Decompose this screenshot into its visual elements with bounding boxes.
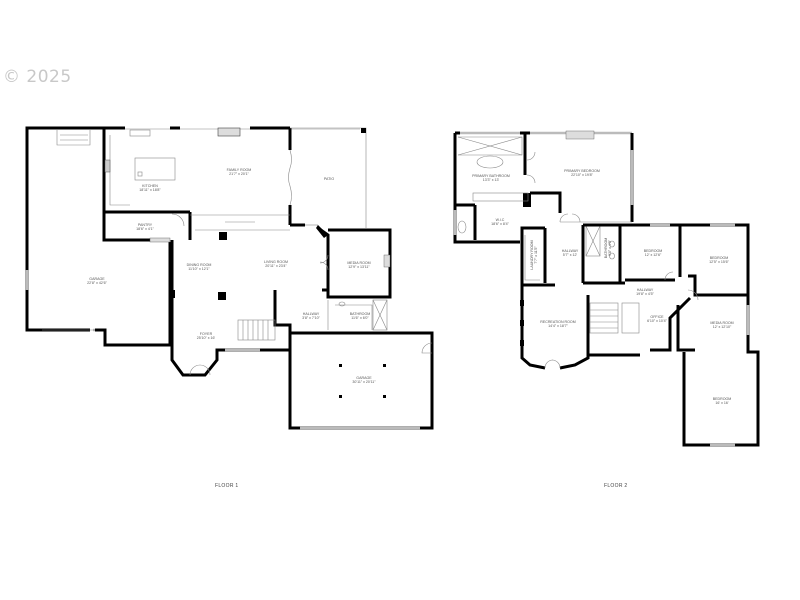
room-name-wic: W.I.C xyxy=(496,218,505,222)
floor1-media-room xyxy=(319,228,392,299)
room-dims-office: 6'10" x 10'4" xyxy=(647,319,667,323)
room-dims-kitchen: 18'11" x 18'8" xyxy=(139,188,161,192)
room-dims-bedroom-3: 16' x 16' xyxy=(715,401,728,405)
floor2-stairs-office xyxy=(588,289,699,357)
room-name-recreation-room: RECREATION ROOM xyxy=(540,320,575,324)
room-dims-bathroom-upper: 9'8" x 4'9" xyxy=(608,239,612,255)
floor2-bedrooms xyxy=(625,223,750,297)
floor2-laundry-hall-bath xyxy=(520,223,625,287)
room-dims-recreation-room: 14'4" x 18'7" xyxy=(548,324,568,328)
room-name-bathroom-upper: BATHROOM xyxy=(604,238,608,259)
room-dims-family-room: 21'7" x 20'1" xyxy=(229,172,249,176)
room-name-bedroom-2: BEDROOM xyxy=(710,256,729,260)
room-name-foyer: FOYER xyxy=(200,332,213,336)
floor2-plan xyxy=(453,130,760,447)
floor1-room-labels: KITCHEN 18'11" x 18'8" FAMILY ROOM 21'7"… xyxy=(87,168,376,384)
floor2-media-bedroom xyxy=(682,295,760,447)
floor1-kitchen-family xyxy=(102,126,360,240)
room-dims-hallway: 3'8" x 7'10" xyxy=(302,316,320,320)
room-name-kitchen: KITCHEN xyxy=(142,184,158,188)
room-name-bedroom-1: BEDROOM xyxy=(644,249,663,253)
room-name-laundry-room: LAUNDRY ROOM xyxy=(530,240,534,269)
room-dims-hallway-landing: 19'8" x 4'5" xyxy=(636,292,654,296)
room-dims-bathroom: 11'6" x 6'0" xyxy=(351,316,369,320)
room-dims-wic: 18'6" x 8'4" xyxy=(491,222,509,226)
room-name-office: OFFICE xyxy=(650,315,664,319)
floor2-primary-suite xyxy=(453,130,634,244)
floor1-plan xyxy=(25,126,434,430)
room-dims-media-room: 12'9" x 13'11" xyxy=(348,265,370,269)
room-dims-foyer: 25'10" x 16' xyxy=(197,336,216,340)
room-name-media-room: MEDIA ROOM xyxy=(347,261,370,265)
room-name-pantry: PANTRY xyxy=(138,223,153,227)
room-dims-hallway-upper: 5'7" x 12' xyxy=(563,253,578,257)
room-name-dining-room: DINING ROOM xyxy=(187,263,212,267)
room-name-bedroom-3: BEDROOM xyxy=(713,397,732,401)
floor1-label: FLOOR 1 xyxy=(215,483,239,489)
room-dims-living-room: 20'11" x 23'4" xyxy=(265,264,287,268)
room-name-hallway-upper: HALLWAY xyxy=(562,249,579,253)
room-dims-media-room-upper: 12' x 12'10" xyxy=(713,325,732,329)
floor1-garage-right xyxy=(288,333,434,430)
room-name-hallway-landing: HALLWAY xyxy=(637,288,654,292)
floor1-garage-left xyxy=(25,126,172,347)
room-dims-laundry-room: 7'7" x 11'5" xyxy=(534,246,538,264)
floor1-hall-bath xyxy=(288,299,434,347)
room-dims-primary-bedroom: 22'10" x 19'8" xyxy=(571,173,593,177)
floor2-label: FLOOR 2 xyxy=(604,483,628,489)
floor1-living-area xyxy=(169,226,330,377)
room-name-hallway: HALLWAY xyxy=(303,312,320,316)
room-name-patio: PATIO xyxy=(324,177,334,181)
room-name-living-room: LIVING ROOM xyxy=(264,260,288,264)
room-dims-pantry: 18'6" x 4'1" xyxy=(136,227,154,231)
room-name-primary-bathroom: PRIMARY BATHROOM xyxy=(472,174,510,178)
room-dims-dining-room: 11'10" x 12'1" xyxy=(188,267,210,271)
floor1-patio xyxy=(290,127,367,238)
copyright-watermark: © 2025 xyxy=(3,67,72,87)
room-dims-primary-bathroom: 13'3" x 13' xyxy=(483,178,500,182)
floor2-recreation-room xyxy=(520,285,590,370)
floor1-pantry xyxy=(102,212,185,243)
room-dims-garage-right: 30'11" x 20'11" xyxy=(352,380,376,384)
room-name-primary-bedroom: PRIMARY BEDROOM xyxy=(564,169,600,173)
floor2-room-labels: PRIMARY BATHROOM 13'3" x 13' PRIMARY BED… xyxy=(472,169,734,405)
room-name-media-room-upper: MEDIA ROOM xyxy=(710,321,733,325)
room-dims-bedroom-1: 12' x 12'6" xyxy=(645,253,662,257)
room-name-garage-right: GARAGE xyxy=(356,376,372,380)
room-dims-garage-left: 22'8" x 42'6" xyxy=(87,281,107,285)
room-dims-bedroom-2: 12'5" x 15'6" xyxy=(709,260,729,264)
room-name-garage-left: GARAGE xyxy=(89,277,105,281)
room-name-bathroom: BATHROOM xyxy=(350,312,371,316)
room-name-family-room: FAMILY ROOM xyxy=(227,168,252,172)
